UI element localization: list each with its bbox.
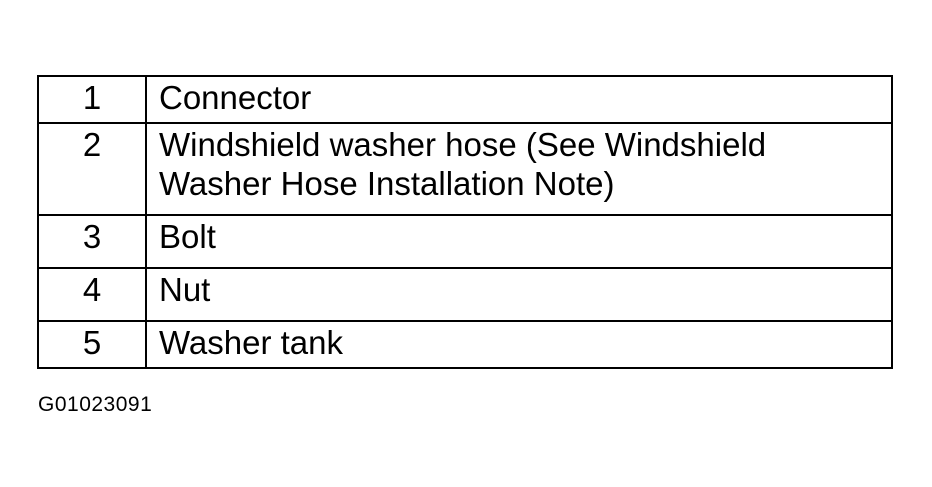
item-number: 3: [37, 214, 147, 269]
item-description: Connector: [145, 75, 893, 124]
table-row: 5 Washer tank: [37, 320, 893, 369]
legend-table: 1 Connector 2 Windshield washer hose (Se…: [37, 75, 893, 369]
table-row: 2 Windshield washer hose (See Windshield…: [37, 122, 893, 216]
item-description: Bolt: [145, 214, 893, 269]
table-row: 1 Connector: [37, 75, 893, 124]
item-description: Windshield washer hose (See Windshield W…: [145, 122, 893, 216]
item-number: 1: [37, 75, 147, 124]
item-number: 2: [37, 122, 147, 216]
table-row: 4 Nut: [37, 267, 893, 322]
item-number: 5: [37, 320, 147, 369]
table-row: 3 Bolt: [37, 214, 893, 269]
item-description: Washer tank: [145, 320, 893, 369]
item-number: 4: [37, 267, 147, 322]
item-description: Nut: [145, 267, 893, 322]
figure-id: G01023091: [38, 393, 153, 416]
